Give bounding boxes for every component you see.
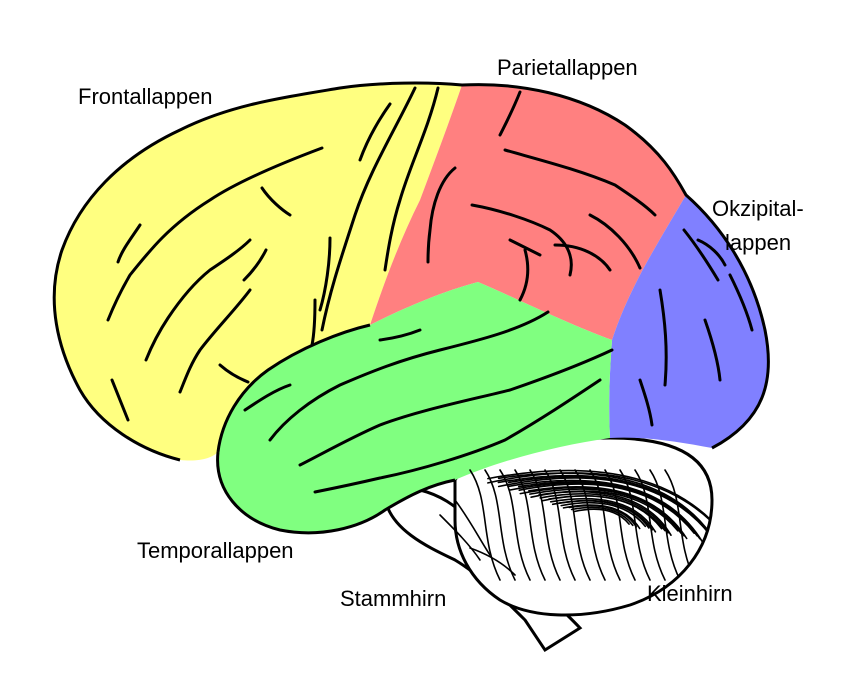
occipital-lobe (609, 195, 769, 448)
cerebellum-folium (529, 469, 561, 581)
cerebellum-folium (549, 497, 657, 533)
cerebellum-folium (619, 469, 651, 581)
cerebellum-folium (487, 472, 712, 539)
cerebellum-folium (497, 472, 712, 546)
cerebellum-folium (519, 486, 688, 540)
cerebellum-folium (484, 469, 516, 581)
cerebellum-folium (574, 469, 606, 581)
cerebellum-folium (530, 490, 679, 532)
frontal-sulci (106, 86, 417, 422)
label-parietal-lobe: Parietallappen (497, 55, 638, 80)
cerebellum-folium (573, 508, 630, 525)
cerebellum-folium (559, 469, 591, 581)
cerebellum-folium (487, 469, 712, 542)
cerebellum-folium (469, 469, 501, 581)
cerebellum-folium (499, 469, 531, 581)
label-occipital-lobe-line2: lappen (725, 230, 792, 255)
cerebellum-folium (604, 469, 636, 581)
cerebellum-folium (634, 469, 666, 581)
label-occipital-lobe-line1: Okzipital- (712, 196, 804, 221)
cerebellum-folium (514, 469, 546, 581)
cerebellum-folium (551, 499, 653, 531)
parietal-lobe (370, 84, 686, 340)
cerebellum-folium (508, 482, 701, 540)
label-cerebellum: Kleinhirn (647, 581, 733, 606)
brainstem-detail (439, 499, 516, 576)
cerebellum-folium (649, 469, 681, 581)
temporal-outline (216, 451, 456, 535)
cerebellum-folia (469, 469, 712, 581)
cerebellum-folium (508, 479, 704, 543)
temporal-sulci (243, 310, 614, 494)
label-brainstem: Stammhirn (340, 586, 447, 611)
cerebellum-folium (589, 469, 621, 581)
label-temporal-lobe: Temporallappen (137, 538, 294, 563)
cerebellum-folium (570, 506, 634, 527)
parietal-sulci (383, 86, 657, 302)
cerebrum-outline (52, 81, 770, 462)
occipital-sulci (638, 228, 754, 427)
cerebellum-folium (539, 493, 669, 534)
label-frontal-lobe: Frontallappen (78, 84, 213, 109)
temporal-upper-outline (216, 323, 371, 453)
cerebellum-folium (544, 469, 576, 581)
cerebellum-folium (497, 474, 712, 543)
frontal-lobe (54, 83, 462, 461)
